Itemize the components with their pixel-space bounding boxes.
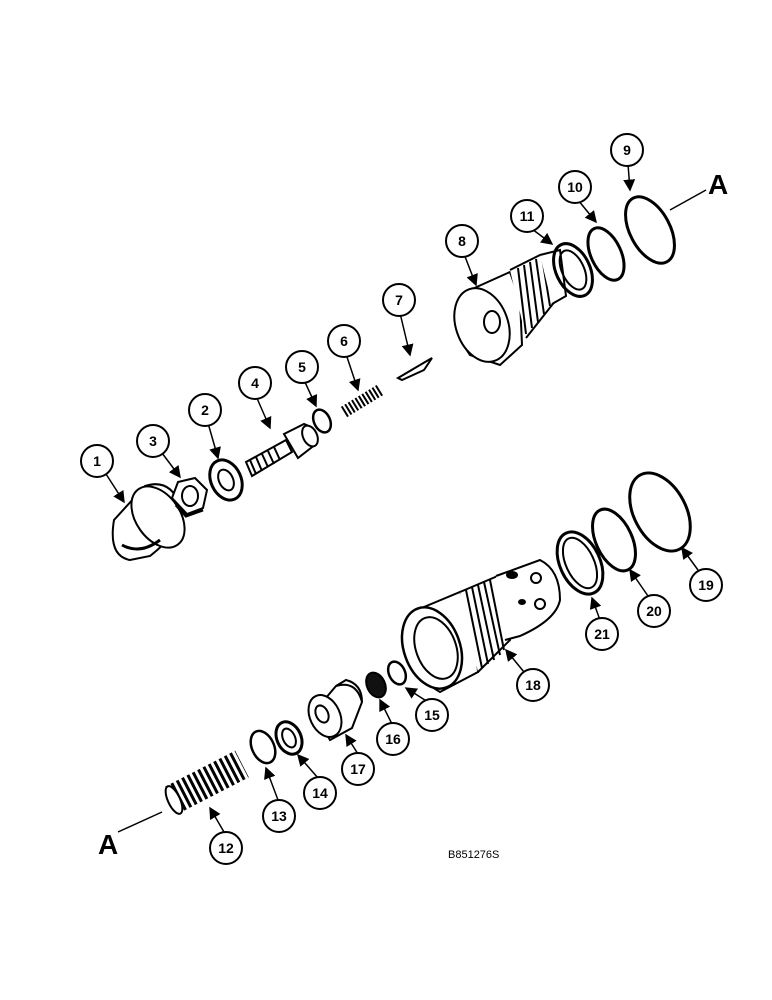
part-12-spring [164, 750, 249, 815]
continuation-label-bottom: A [98, 829, 118, 860]
part-18-body [400, 558, 562, 694]
svg-text:11: 11 [520, 208, 535, 224]
callout-4: 4 [238, 366, 272, 400]
callout-10: 10 [558, 170, 592, 204]
svg-text:2: 2 [201, 402, 209, 418]
svg-text:5: 5 [298, 359, 306, 375]
callout-6: 6 [327, 324, 361, 358]
svg-text:3: 3 [149, 433, 157, 449]
callout-12: 12 [209, 831, 243, 865]
svg-text:18: 18 [525, 677, 541, 693]
svg-text:17: 17 [350, 761, 366, 777]
callout-19: 19 [689, 568, 723, 602]
part-16-screen [365, 671, 387, 699]
svg-text:8: 8 [458, 233, 466, 249]
callout-5: 5 [285, 350, 319, 384]
part-17-poppet [307, 678, 364, 742]
part-5-o-ring [311, 408, 333, 434]
part-15-snap-ring [386, 660, 408, 686]
part-6-spring [340, 384, 384, 418]
part-8-housing [453, 248, 568, 367]
callout-3: 3 [136, 424, 170, 458]
callout-16: 16 [376, 722, 410, 756]
part-2-washer [208, 458, 244, 502]
svg-text:19: 19 [698, 577, 714, 593]
part-11-backup-ring [552, 242, 594, 298]
part-1-cap [111, 483, 186, 562]
callout-7: 7 [382, 283, 416, 317]
svg-text:15: 15 [424, 707, 440, 723]
part-9-o-ring [624, 195, 676, 265]
callout-13: 13 [262, 799, 296, 833]
svg-text:21: 21 [594, 626, 610, 642]
svg-text:13: 13 [271, 808, 287, 824]
svg-text:10: 10 [567, 179, 583, 195]
callout-2: 2 [188, 393, 222, 427]
callout-15: 15 [415, 698, 449, 732]
svg-text:7: 7 [395, 292, 403, 308]
part-14-backup-ring [274, 720, 304, 756]
svg-text:16: 16 [385, 731, 401, 747]
callout-8: 8 [445, 224, 479, 258]
part-21-backup-ring [555, 530, 605, 596]
svg-text:1: 1 [93, 453, 101, 469]
svg-text:14: 14 [312, 785, 328, 801]
callout-18: 18 [516, 668, 550, 702]
svg-text:6: 6 [340, 333, 348, 349]
part-20-o-ring [591, 507, 637, 573]
callout-1: 1 [80, 444, 114, 478]
callout-11: 11 [510, 199, 544, 233]
part-13-o-ring [249, 729, 277, 765]
part-3-nut [170, 476, 209, 518]
part-19-o-ring [628, 471, 692, 553]
part-4-adjusting-screw [244, 422, 319, 478]
svg-text:12: 12 [218, 840, 234, 856]
continuation-label-top: A [708, 169, 728, 200]
callout-17: 17 [341, 752, 375, 786]
callout-14: 14 [303, 776, 337, 810]
callout-9: 9 [610, 133, 644, 167]
callout-21: 21 [585, 617, 619, 651]
part-7-pin [395, 357, 433, 382]
svg-text:4: 4 [251, 375, 259, 391]
callout-20: 20 [637, 594, 671, 628]
figure-code: B851276S [448, 849, 499, 861]
svg-text:20: 20 [646, 603, 662, 619]
svg-text:9: 9 [623, 142, 631, 158]
part-10-o-ring [586, 226, 626, 282]
leader-lines [105, 163, 707, 833]
